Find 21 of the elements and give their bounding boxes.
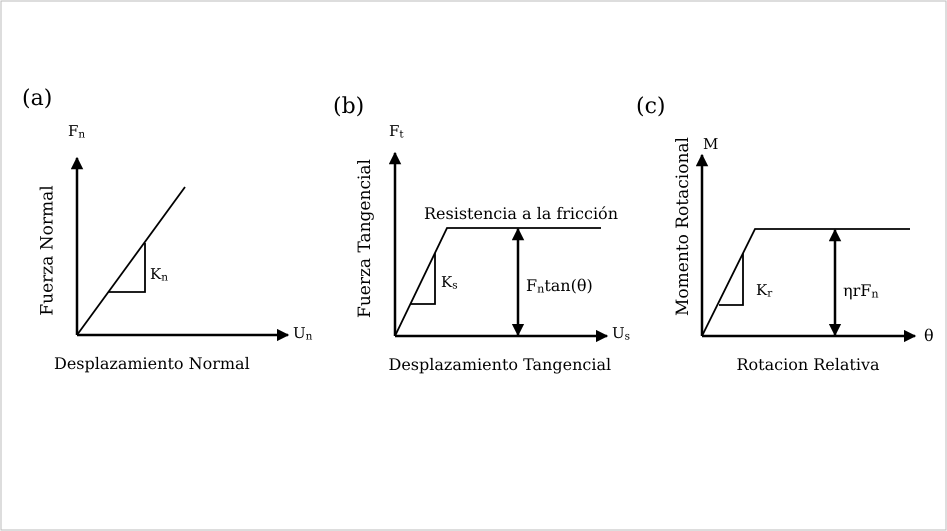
slope-label: K$_{r}$ [756,283,772,300]
annotation-text: Resistencia a la fricción [424,206,618,222]
axis-title: Rotacion Relativa [736,357,880,373]
axis-label: U$_{s}$ [612,326,630,342]
axis-title: Fuerza Tangencial [356,158,374,318]
axis-title: Fuerza Normal [40,184,57,316]
axis-title: Desplazamiento Tangencial [388,357,612,373]
slope-label: K$_{n}$ [150,267,168,284]
axis-label: F$_{n}$ [68,124,86,140]
panel-label: (b) [333,96,364,118]
slope-label: K$_{s}$ [441,275,458,292]
axis-label: θ [924,328,934,344]
axis-label: F$_{t}$ [389,124,404,140]
panel-label: (c) [636,96,666,118]
panel-label: (a) [22,88,52,110]
dimension-label: F$_{n}$tan(θ) [526,278,593,295]
axis-title: Momento Rotacional [674,136,692,316]
axis-title: Desplazamiento Normal [54,356,250,372]
axis-label: M [703,137,718,152]
dimension-label: ηrF$_{n}$ [843,283,879,300]
axis-label: U$_{n}$ [293,326,312,342]
